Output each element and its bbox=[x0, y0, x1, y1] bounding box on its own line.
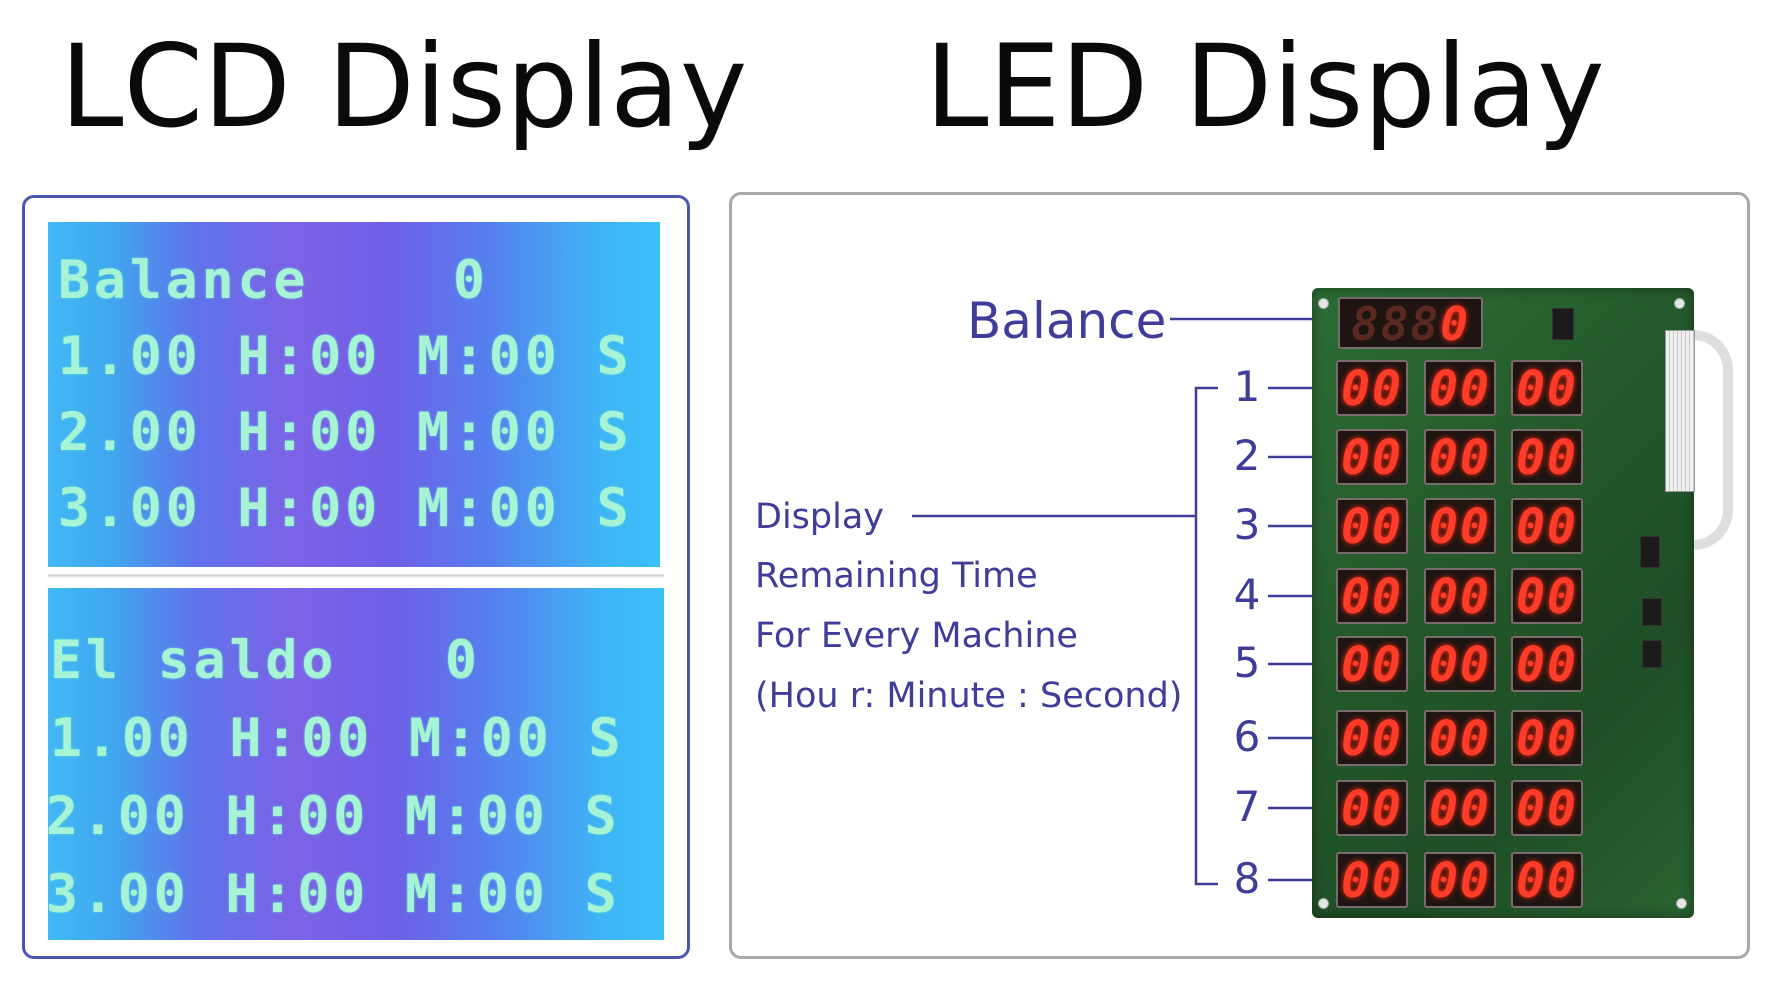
led-digit-pair-row-6-col-2: 00 bbox=[1424, 710, 1496, 766]
balance-digit: 8 bbox=[1351, 297, 1381, 351]
lcd-machine-row-2: 2.00 H:00 M:00 S bbox=[58, 402, 633, 463]
description-line-1: Display bbox=[755, 497, 885, 537]
row-number-5: 5 bbox=[1233, 638, 1261, 687]
description-line-4: (Hou r: Minute : Second) bbox=[755, 676, 1183, 716]
lcd-machine-row-1: 1.00 H:00 M:00 S bbox=[58, 326, 633, 387]
lcd-machine-row-3: 3.00 H:00 M:00 S bbox=[48, 864, 621, 925]
led-digit-pair-row-5-col-3: 00 bbox=[1511, 636, 1583, 692]
led-digit-pair-row-2-col-1: 00 bbox=[1336, 429, 1408, 485]
led-digit-pair-row-4-col-1: 00 bbox=[1336, 568, 1408, 624]
led-digit-pair-row-8-col-1: 00 bbox=[1336, 852, 1408, 908]
chip bbox=[1552, 308, 1574, 340]
row-number-6: 6 bbox=[1233, 712, 1261, 761]
ribbon-cable bbox=[1693, 330, 1733, 550]
chip bbox=[1642, 640, 1662, 668]
lcd-machine-row-1: 1.00 H:00 M:00 S bbox=[50, 708, 625, 769]
chip bbox=[1640, 536, 1660, 568]
lcd-display-heading: LCD Display bbox=[60, 20, 748, 153]
description-line-2: Remaining Time bbox=[755, 556, 1038, 596]
lcd-machine-row-2: 2.00 H:00 M:00 S bbox=[48, 786, 621, 847]
row-number-8: 8 bbox=[1233, 854, 1261, 903]
led-digit-pair-row-2-col-3: 00 bbox=[1511, 429, 1583, 485]
lcd-screen-spanish: El saldo 0 1.00 H:00 M:00 S 2.00 H:00 M:… bbox=[48, 588, 664, 940]
mount-hole bbox=[1674, 298, 1685, 309]
mount-hole bbox=[1676, 898, 1687, 909]
ribbon-connector bbox=[1665, 330, 1695, 492]
led-digit-pair-row-3-col-1: 00 bbox=[1336, 498, 1408, 554]
led-digit-pair-row-8-col-3: 00 bbox=[1511, 852, 1583, 908]
mount-hole bbox=[1318, 298, 1329, 309]
led-digit-pair-row-7-col-1: 00 bbox=[1336, 780, 1408, 836]
led-digit-pair-row-1-col-2: 00 bbox=[1424, 360, 1496, 416]
balance-digit-lit: 0 bbox=[1440, 297, 1470, 351]
led-digit-pair-row-6-col-3: 00 bbox=[1511, 710, 1583, 766]
led-digit-pair-row-3-col-2: 00 bbox=[1424, 498, 1496, 554]
led-digit-pair-row-3-col-3: 00 bbox=[1511, 498, 1583, 554]
mount-hole bbox=[1318, 898, 1329, 909]
led-digit-pair-row-8-col-2: 00 bbox=[1424, 852, 1496, 908]
led-digit-pair-row-1-col-3: 00 bbox=[1511, 360, 1583, 416]
lcd-screen-divider bbox=[48, 569, 664, 587]
led-digit-pair-row-7-col-3: 00 bbox=[1511, 780, 1583, 836]
lcd-machine-row-3: 3.00 H:00 M:00 S bbox=[58, 478, 633, 539]
led-digit-pair-row-6-col-1: 00 bbox=[1336, 710, 1408, 766]
balance-digit: 8 bbox=[1410, 297, 1441, 351]
led-digit-pair-row-2-col-2: 00 bbox=[1424, 429, 1496, 485]
led-digit-pair-row-4-col-2: 00 bbox=[1424, 568, 1496, 624]
chip bbox=[1642, 598, 1662, 626]
led-digit-pair-row-4-col-3: 00 bbox=[1511, 568, 1583, 624]
led-digit-pair-row-5-col-2: 00 bbox=[1424, 636, 1496, 692]
led-display-heading: LED Display bbox=[925, 20, 1605, 153]
description-line-3: For Every Machine bbox=[755, 616, 1078, 656]
lcd-screen-english: Balance 0 1.00 H:00 M:00 S 2.00 H:00 M:0… bbox=[48, 222, 660, 567]
row-number-1: 1 bbox=[1233, 362, 1261, 411]
row-number-7: 7 bbox=[1233, 782, 1261, 831]
row-number-2: 2 bbox=[1233, 431, 1261, 480]
balance-digit: 8 bbox=[1380, 297, 1411, 351]
lcd-balance-row: Balance 0 bbox=[58, 250, 489, 311]
led-digit-pair-row-7-col-2: 00 bbox=[1424, 780, 1496, 836]
balance-label: Balance bbox=[967, 292, 1167, 350]
lcd-panel bbox=[22, 195, 690, 959]
led-digit-pair-row-1-col-1: 00 bbox=[1336, 360, 1408, 416]
row-number-4: 4 bbox=[1233, 570, 1261, 619]
lcd-saldo-row: El saldo 0 bbox=[50, 630, 481, 691]
balance-led-display: 8880 bbox=[1338, 297, 1483, 349]
row-number-3: 3 bbox=[1233, 500, 1261, 549]
led-digit-pair-row-5-col-1: 00 bbox=[1336, 636, 1408, 692]
